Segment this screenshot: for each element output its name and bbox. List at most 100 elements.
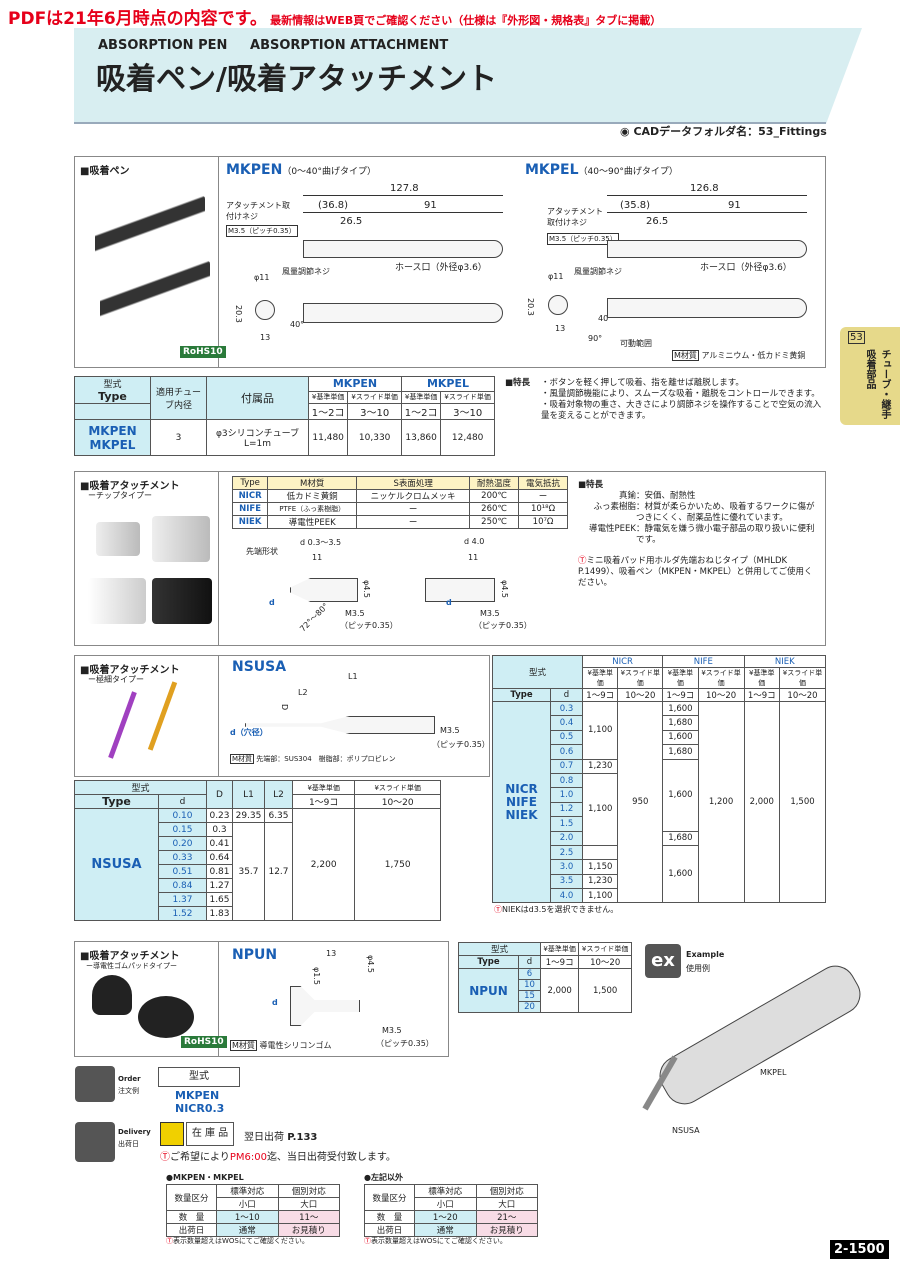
tp-niek2: 1,500 [778,700,827,904]
example-icon: ex [645,944,681,978]
tp-d-11: 3.0 [550,859,583,875]
delivery-next-text: 翌日出荷 [244,1132,284,1143]
pt-h-mkpel: MKPEL [400,376,496,392]
d1-r2-0: 出荷日 [166,1223,217,1237]
d2-h2: 標準対応 [414,1184,477,1198]
pt-tube: 3 [150,419,207,456]
nt-d-7: 1.52 [158,906,207,921]
tp-d-1: 0.4 [550,715,583,731]
pt-h-p1b: ¥基準単価 [400,390,442,405]
pen-section [74,156,826,368]
nt-d-3: 0.33 [158,850,207,865]
nt-D-6: 1.65 [206,892,233,907]
del-t2-note-text: 表示数量超えはWOSにてご確認ください。 [371,1237,507,1245]
tp-h-d: d [550,688,583,702]
order-v1: MKPEN [175,1089,220,1102]
tp-d-4: 0.7 [550,758,583,774]
tp-nife-0: 1,600 [662,700,699,717]
npt-d-1: 10 [518,979,541,991]
nsusa-m35: M3.5 [440,726,460,735]
pt-h-acc: 付属品 [206,376,309,420]
nt-D-7: 1.83 [206,906,233,921]
d1-r1-0: 数 量 [166,1210,217,1224]
chip-photo-nicr [96,522,140,556]
tp-h-niek: NIEK [743,655,827,668]
mkpen-sub: （0〜40°曲げタイプ） [282,167,377,177]
d2-h3: 個別対応 [475,1184,538,1198]
rohs-badge: RoHS10 [180,346,226,358]
pen-photo-2 [100,260,210,320]
header-en: ABSORPTION PEN ABSORPTION ATTACHMENT [98,38,448,53]
nt-d-1: 0.15 [158,822,207,837]
mkpel-d8: 40° [598,314,613,323]
pt-h-q2b: 3〜10 [440,403,495,420]
nsusa-name: NSUSA [232,659,287,675]
tp-d-13: 4.0 [550,888,583,904]
pen-material: M材質 アルミニウム・低カドミ黄銅 [672,350,805,361]
side-tab[interactable]: 53 チューブ・継手 吸着部品 [840,327,900,425]
chip-photo-nicr-2 [152,516,210,562]
tip-price-table: 型式 NICR NIFE NIEK ¥基準単価¥スライド単価 ¥基準単価¥スライ… [492,655,827,904]
d1-r1-2: 11〜 [277,1210,340,1224]
npun-section [74,941,449,1057]
npt-p2: 1,500 [578,968,632,1013]
tp-h-nicr: NICR [581,655,664,668]
d1-h2: 標準対応 [216,1184,279,1198]
page-title: 吸着ペン/吸着アタッチメント [96,62,497,97]
ct-r2-res: 10¹⁸Ω [518,502,568,516]
chip-pitch: （ピッチ0.35） [340,621,398,630]
nt-L1b: 35.7 [232,822,265,921]
pt-h-spacer [74,403,151,420]
npt-p1: 2,000 [539,968,580,1013]
tp-d-2: 0.5 [550,729,583,746]
tp-h-type: 型式 [492,655,583,689]
pt-h-p2a: ¥スライド単価 [347,390,402,405]
delivery-note2: 迄、当日出荷受付致します。 [266,1152,396,1163]
mkpen-l1: アタッチメント取付けネジ [226,201,290,221]
ct-h-type: Type [231,476,269,490]
pt-h-q1b: 1〜2コ [400,403,442,420]
chip-d-a: d 0.3〜3.5 [300,538,342,547]
mkpen-body-side [303,303,503,323]
page-number: 2-1500 [830,1240,889,1259]
chip-phi45: φ4.5 [362,580,371,598]
chip-feat-1-v: ：安価、耐熱性 [636,491,696,501]
chip-photo-niek [152,578,212,624]
tp-h-q1a: 1〜9コ [581,688,619,702]
tp-d-9: 2.0 [550,830,583,846]
mkpel-d4: 26.5 [646,216,669,227]
mkpen-name: MKPEN（0〜40°曲げタイプ） [226,162,376,178]
chip-feat-1-k: 真鍮 [618,491,636,501]
nt-D-1: 0.3 [206,822,233,837]
nt-D-4: 0.81 [206,864,233,879]
mkpen-dim-line-2 [303,212,503,213]
mkpel-d1: 126.8 [690,183,719,194]
npun-photo-2 [138,996,194,1038]
nsusa-material-value: 先端部：SUS304 樹脂部：ポリプロピレン [256,755,396,763]
npun-material-label: M材質 [230,1040,257,1051]
tp-types: NICR NIFE NIEK [492,700,551,904]
nsusa-l1: L1 [348,672,358,681]
tp-nicr-1: 1,230 [581,758,619,774]
example-nsusa: NSUSA [672,1126,700,1135]
tp-nicr2: 950 [617,700,664,904]
mkpel-d2: (35.8) [620,200,651,211]
pt-acc: φ3シリコンチューブ L=1m [206,419,309,456]
del-t1-note-text: 表示数量超えはWOSにてご確認ください。 [173,1237,309,1245]
npt-h-p1: ¥基準単価 [539,942,580,956]
chip-m35: M3.5 [345,609,365,618]
mkpen-d7: 13 [260,333,271,342]
notice: PDFは21年6月時点の内容です。 最新情報はWEB頁でご確認ください（仕様は『… [8,4,661,29]
tp-d-12: 3.5 [550,873,583,890]
tp-d-7: 1.2 [550,801,583,818]
nt-p1: 2,200 [291,808,356,921]
chip-note: ミニ吸着パッド用ホルダ先端おねじタイプ（MHLDK P.1499）、吸着ペン（M… [578,556,813,588]
tp-h-p2c: ¥スライド単価 [778,667,827,689]
mkpel-sub: （40〜90°曲げタイプ） [578,167,678,177]
npun-pitch: （ピッチ0.35） [376,1039,434,1048]
d2-r1-1: 1〜20 [414,1210,477,1224]
tp-nicr-4: 1,230 [581,873,619,890]
chip-section [74,471,826,646]
tp-h-q1b: 1〜9コ [662,688,699,702]
